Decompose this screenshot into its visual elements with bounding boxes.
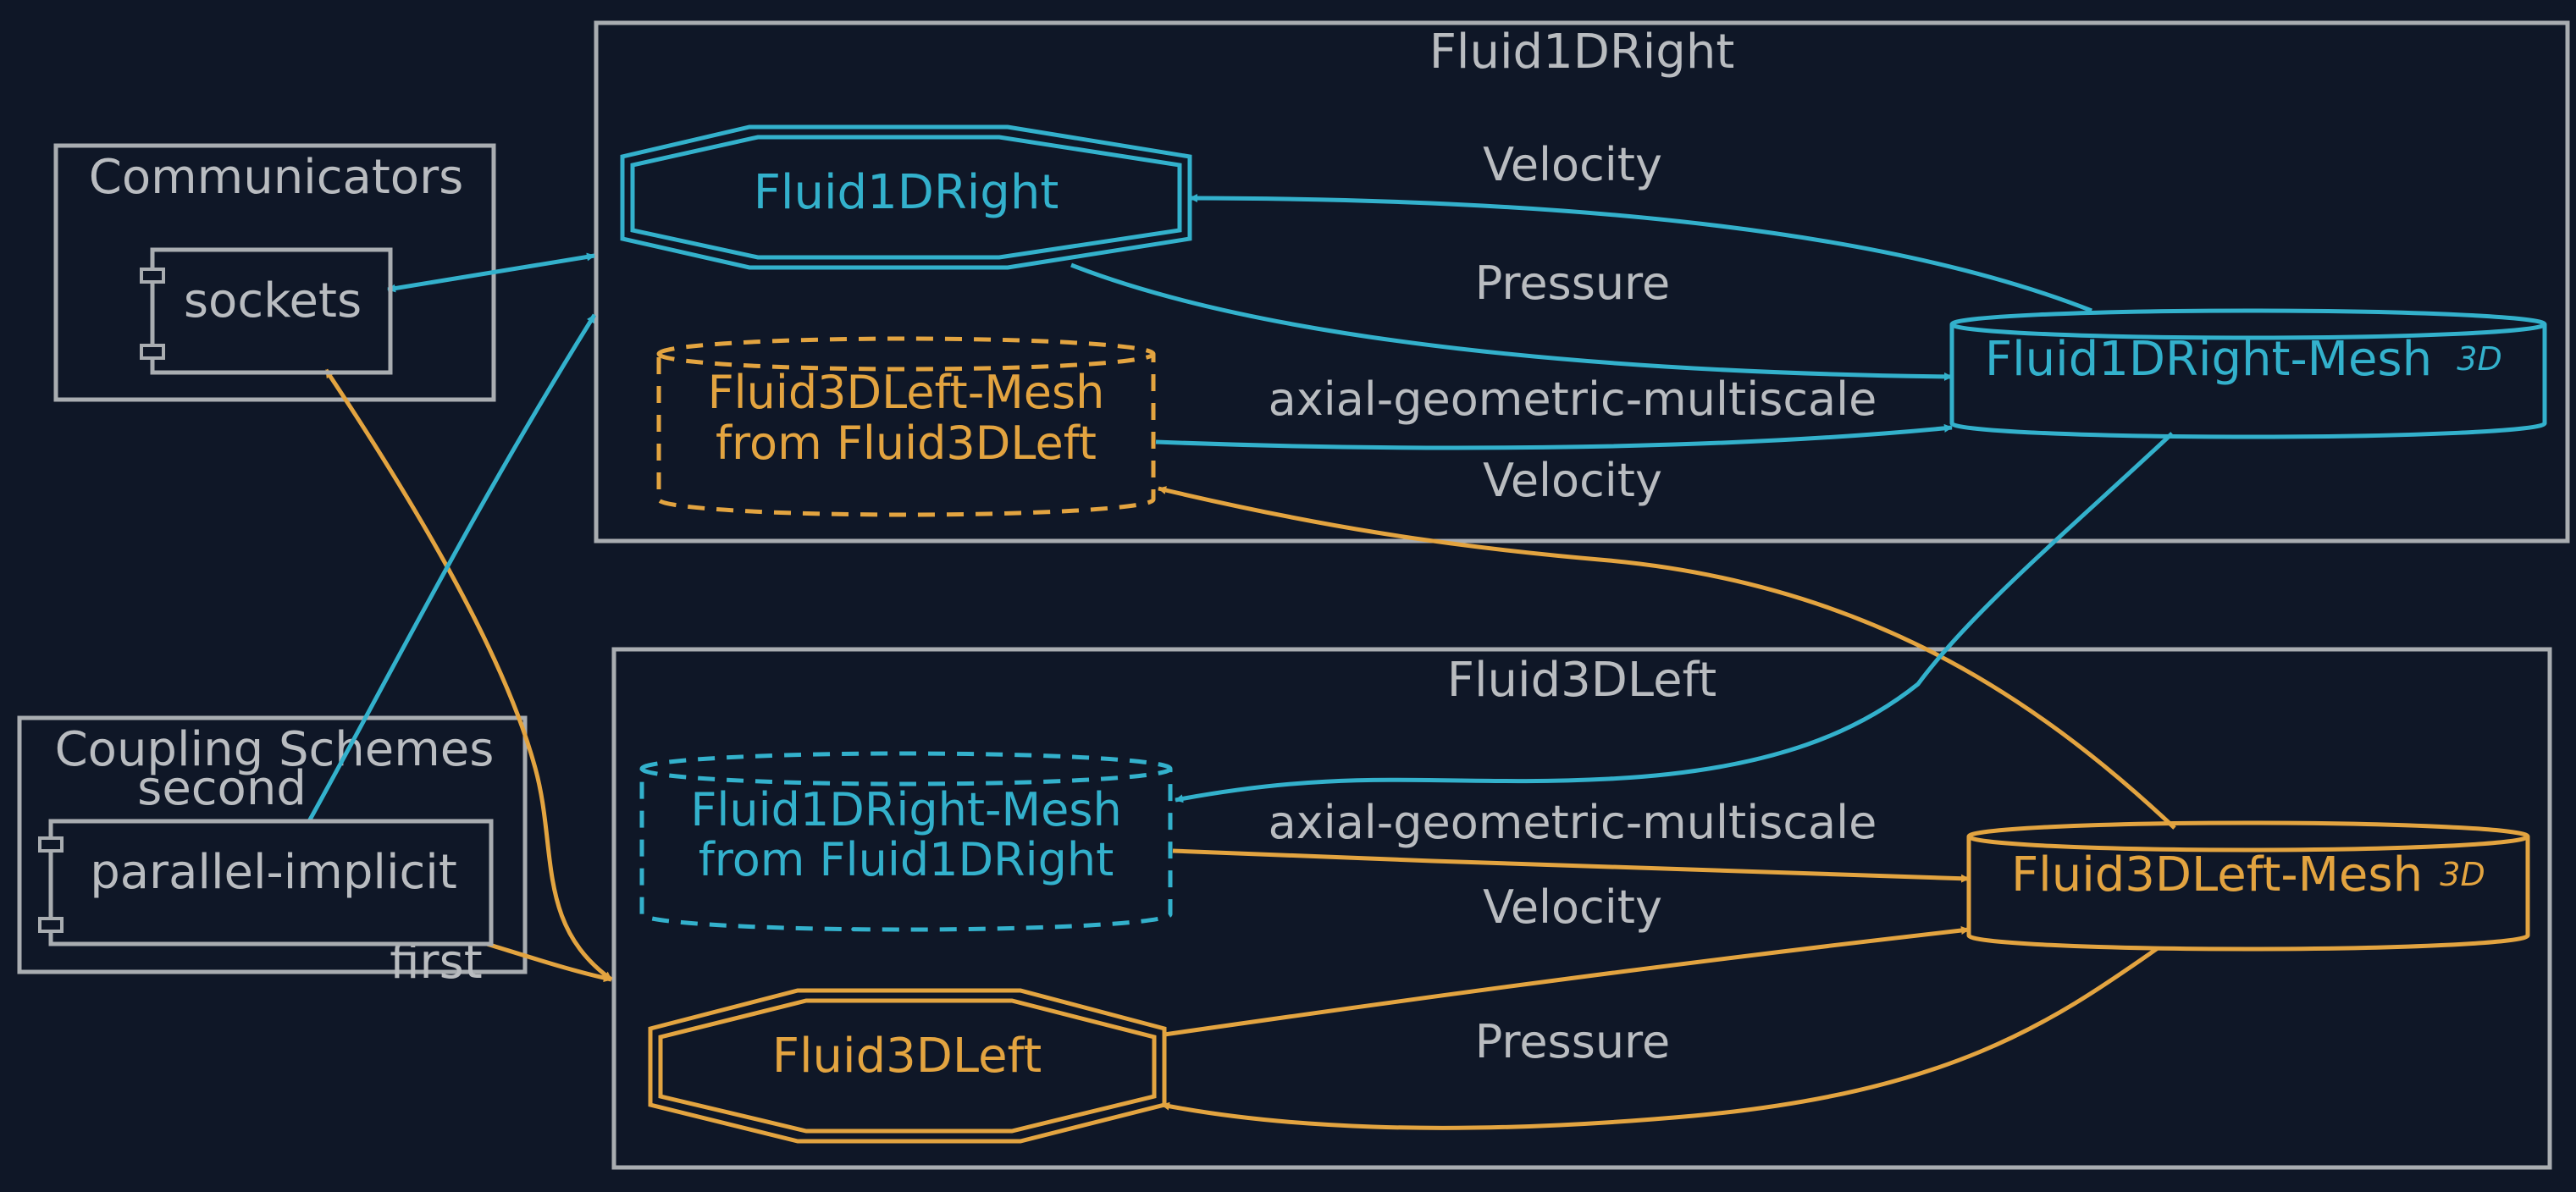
cluster-fluid3d-left-title: Fluid3DLeft	[1447, 653, 1716, 708]
node-fluid1d-mesh-received-line2: from Fluid1DRight	[699, 833, 1114, 886]
component-tab-icon	[140, 344, 165, 360]
cluster-fluid1d-right-title: Fluid1DRight	[1429, 25, 1735, 80]
cluster-fluid3d-left	[611, 647, 2552, 1170]
edge-sockets-to-fluid3d	[323, 368, 613, 982]
node-sockets-label: sockets	[184, 273, 362, 328]
edge-label-fluid1d-mapping: axial-geometric-multiscale	[1269, 372, 1877, 426]
edge-fluid1d-mesh-to-received	[1175, 432, 2174, 803]
edge-fluid1d-velocity-read	[1189, 194, 2092, 313]
component-tab-icon	[38, 917, 64, 933]
node-fluid3d-mesh-received-line1: Fluid3DLeft-Mesh	[708, 366, 1105, 419]
edge-label-fluid1d-velocity-received: Velocity	[1483, 454, 1662, 507]
component-tab-icon	[38, 836, 64, 853]
edge-label-fluid1d-velocity-read: Velocity	[1483, 138, 1662, 191]
edge-coupling-second	[307, 313, 597, 823]
edge-sockets-to-fluid1d	[387, 252, 595, 293]
edge-coupling-first	[486, 941, 612, 983]
node-fluid1d-mesh-label: Fluid1DRight-Mesh	[1985, 332, 2432, 387]
edge-label-fluid3d-mapping: axial-geometric-multiscale	[1269, 796, 1877, 849]
node-sockets[interactable]: sockets	[140, 247, 393, 375]
cluster-fluid1d-right	[594, 20, 2570, 544]
node-fluid3d-mesh-label: Fluid3DLeft-Mesh	[2011, 847, 2423, 902]
node-fluid1d-right-participant[interactable]: Fluid1DRight	[620, 124, 1192, 270]
edge-fluid1d-mapping	[1155, 423, 1953, 450]
node-fluid1d-right-label: Fluid1DRight	[754, 165, 1059, 220]
edge-fluid3d-pressure-read	[1161, 946, 2159, 1130]
node-fluid1d-mesh[interactable]: Fluid1DRight-Mesh 3D	[1949, 308, 2547, 439]
node-fluid1d-mesh-dim: 3D	[2457, 340, 2501, 378]
edge-label-fluid3d-pressure-read: Pressure	[1475, 1015, 1671, 1068]
node-fluid3d-left-participant[interactable]: Fluid3DLeft	[648, 988, 1167, 1144]
node-fluid3d-mesh[interactable]: Fluid3DLeft-Mesh 3D	[1966, 820, 2530, 952]
node-fluid3d-mesh-received[interactable]: Fluid3DLeft-Mesh from Fluid3DLeft	[656, 336, 1156, 517]
cluster-communicators-title: Communicators	[89, 150, 464, 205]
edge-fluid1d-pressure-write	[1070, 262, 1953, 381]
component-tab-icon	[140, 268, 165, 284]
edge-label-fluid1d-pressure-write: Pressure	[1475, 257, 1671, 310]
node-fluid1d-mesh-received-line1: Fluid1DRight-Mesh	[690, 783, 1121, 836]
node-parallel-implicit[interactable]: parallel-implicit	[38, 819, 494, 946]
node-fluid3d-mesh-dim: 3D	[2440, 856, 2485, 893]
node-fluid3d-left-label: Fluid3DLeft	[772, 1029, 1042, 1084]
edge-label-fluid3d-velocity-write: Velocity	[1483, 880, 1662, 934]
edge-fluid3d-velocity-write	[1164, 926, 1970, 1037]
node-parallel-implicit-label: parallel-implicit	[90, 845, 457, 900]
node-fluid3d-mesh-received-line2: from Fluid3DLeft	[716, 417, 1097, 470]
node-fluid1d-mesh-received[interactable]: Fluid1DRight-Mesh from Fluid1DRight	[639, 751, 1173, 932]
edge-fluid3d-velocity-to-received	[1158, 486, 2176, 830]
edge-label-coupling-second: second	[137, 761, 307, 816]
edge-fluid3d-mapping	[1172, 848, 1970, 883]
